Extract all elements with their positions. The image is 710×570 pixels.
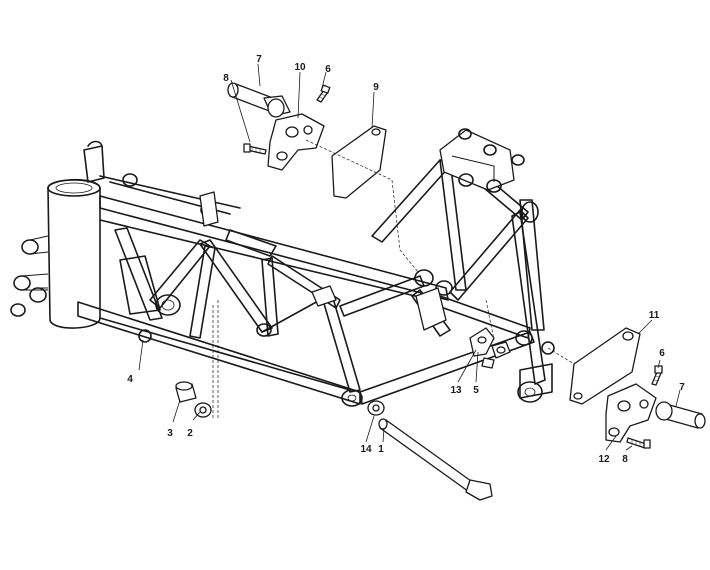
callout-labels: 1 2 3 4 5 6 6 7 7 8 8 9 10 11 12 13 14 xyxy=(127,54,685,465)
callout-1: 1 xyxy=(378,444,384,455)
bushing-3 xyxy=(175,381,197,403)
callout-2: 2 xyxy=(187,428,193,439)
bolt-8-top xyxy=(243,143,267,155)
assembly-lines xyxy=(212,139,575,420)
fasteners-5 xyxy=(481,341,511,369)
long-bolt-1 xyxy=(378,418,493,501)
callout-6-right: 6 xyxy=(659,348,665,359)
screw-6-top xyxy=(316,84,331,103)
callout-12: 12 xyxy=(598,454,610,465)
callout-13: 13 xyxy=(450,385,462,396)
callout-4: 4 xyxy=(127,374,133,385)
bolt-8-right xyxy=(626,437,651,449)
callout-11: 11 xyxy=(649,310,660,321)
callout-14: 14 xyxy=(360,444,372,455)
callout-5: 5 xyxy=(473,385,479,396)
callout-6-top: 6 xyxy=(325,64,331,75)
callout-9: 9 xyxy=(373,82,379,93)
bracket-10 xyxy=(267,113,325,171)
plate-9 xyxy=(331,125,387,199)
clip-13 xyxy=(469,327,495,357)
callout-8-top: 8 xyxy=(223,73,229,84)
callout-7-right: 7 xyxy=(679,382,685,393)
pin-7-top xyxy=(227,82,291,118)
bushing-14 xyxy=(367,400,385,416)
trellis-frame xyxy=(10,128,555,407)
plate-11 xyxy=(569,327,641,405)
pin-7-right xyxy=(655,401,706,429)
screw-6-right xyxy=(651,365,663,386)
callout-3: 3 xyxy=(167,428,173,439)
leader-lines xyxy=(138,63,681,451)
callout-7-top: 7 xyxy=(256,54,262,65)
callout-8-right: 8 xyxy=(622,454,628,465)
callout-10: 10 xyxy=(294,62,306,73)
bracket-12 xyxy=(605,383,657,443)
